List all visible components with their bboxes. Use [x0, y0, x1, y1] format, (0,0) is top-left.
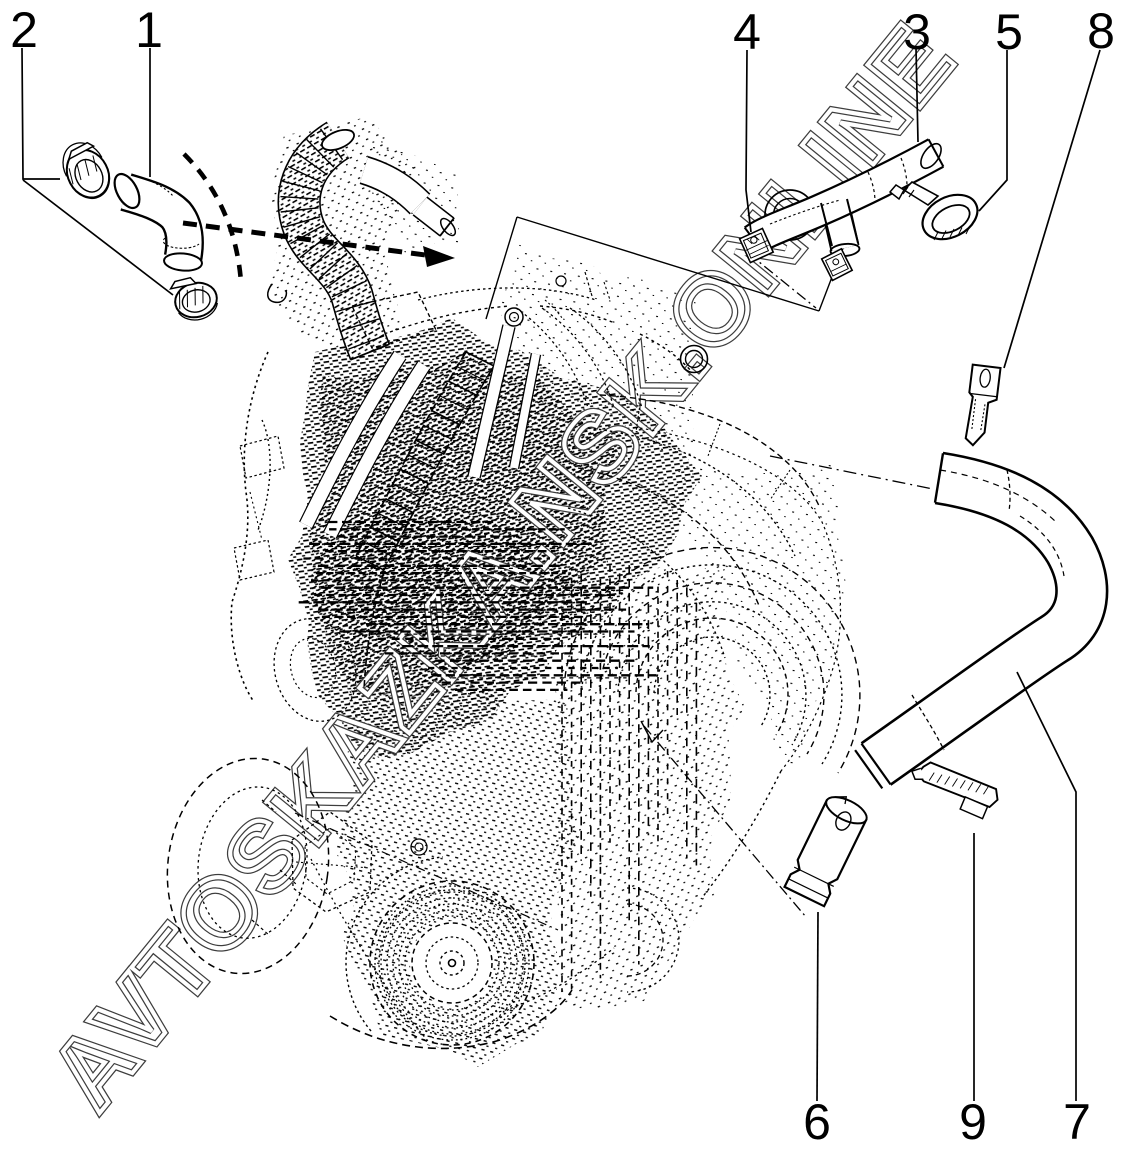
svg-text:9: 9 [959, 1094, 987, 1149]
svg-text:2: 2 [10, 2, 38, 58]
svg-text:7: 7 [1063, 1094, 1091, 1149]
svg-text:8: 8 [1087, 3, 1115, 59]
svg-text:4: 4 [733, 4, 761, 60]
svg-text:6: 6 [803, 1094, 831, 1149]
svg-text:1: 1 [135, 2, 163, 58]
svg-text:3: 3 [903, 4, 931, 60]
svg-text:5: 5 [995, 4, 1023, 60]
